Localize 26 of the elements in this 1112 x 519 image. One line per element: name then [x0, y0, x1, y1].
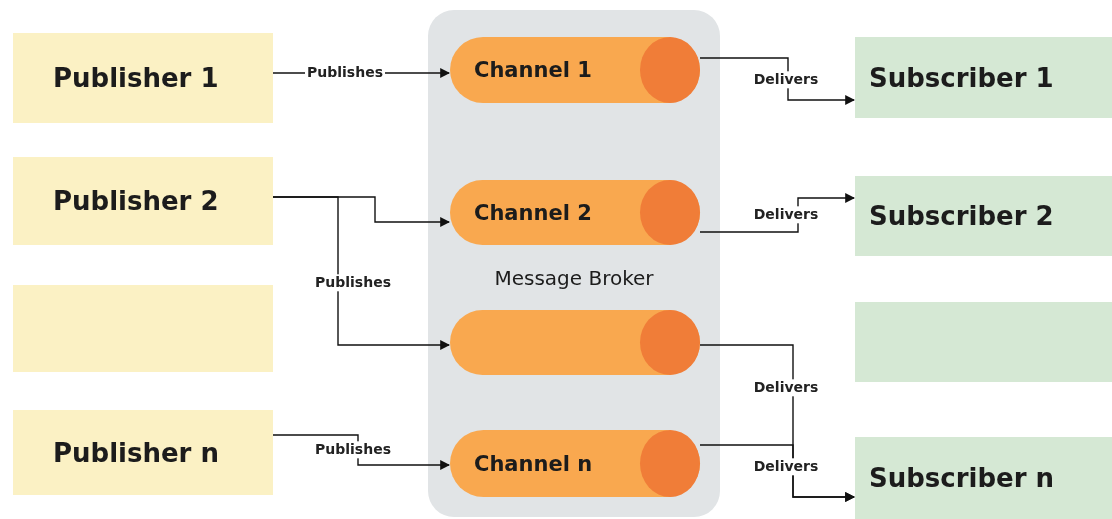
connector-arrow	[699, 193, 855, 233]
broker-panel	[428, 10, 720, 517]
edge-label: Publishes	[313, 274, 393, 292]
connector-arrow	[699, 444, 855, 502]
node-label: Publisher 1	[53, 63, 219, 93]
publisher-box	[13, 285, 273, 372]
node-label: Channel n	[474, 451, 593, 476]
connector-arrow	[699, 57, 855, 105]
node-label: Channel 2	[474, 200, 592, 225]
publisher-box	[13, 410, 273, 495]
edge-label: Publishes	[313, 441, 393, 459]
node-label: Subscriber 2	[869, 201, 1054, 231]
node-label: Subscriber 1	[869, 62, 1054, 93]
subscriber-box	[855, 437, 1112, 519]
connector-arrow	[272, 196, 450, 350]
node-label: Publisher n	[53, 437, 219, 468]
node-label: Subscriber n	[869, 463, 1055, 493]
node-label: Channel 1	[474, 58, 592, 82]
publisher-box	[13, 33, 273, 123]
subscriber-box	[855, 176, 1112, 256]
subscriber-box	[855, 37, 1112, 118]
panel-title: Message Broker	[493, 266, 655, 290]
connector-arrow	[272, 434, 450, 470]
subscriber-box	[855, 302, 1112, 382]
publisher-box	[13, 157, 273, 245]
node-label: Publisher 2	[53, 186, 219, 216]
